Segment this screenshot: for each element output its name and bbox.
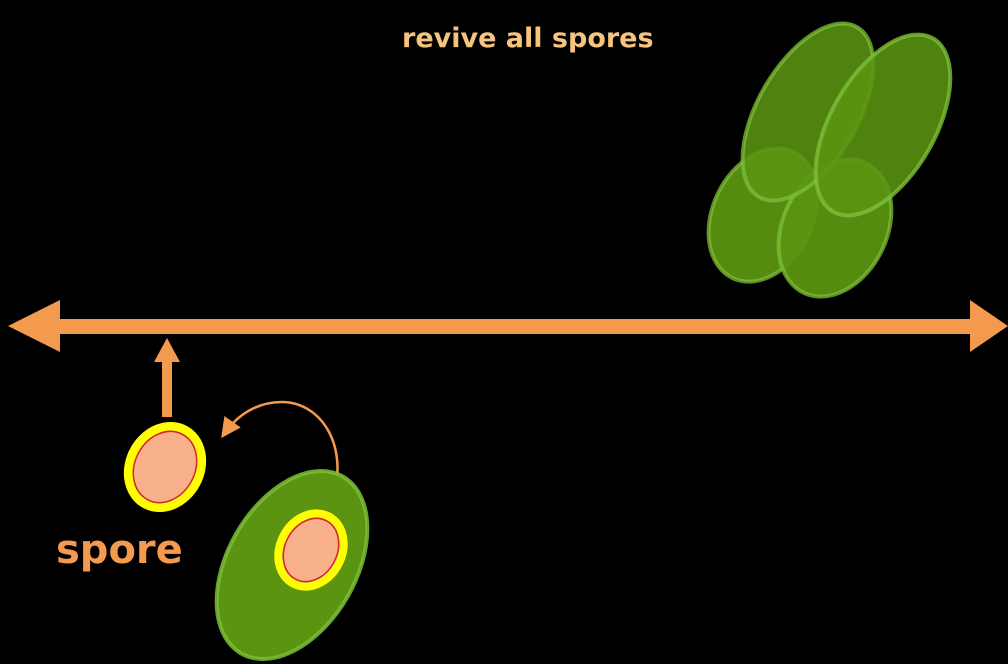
arrow-up-icon xyxy=(154,338,180,417)
revived-cell-cluster xyxy=(687,2,978,315)
mother-cell xyxy=(186,445,399,664)
revive-all-spores-label: revive all spores xyxy=(402,23,654,54)
released-spore xyxy=(114,413,215,520)
double-headed-arrow-icon xyxy=(8,300,1008,352)
spore-label: spore xyxy=(56,527,183,573)
